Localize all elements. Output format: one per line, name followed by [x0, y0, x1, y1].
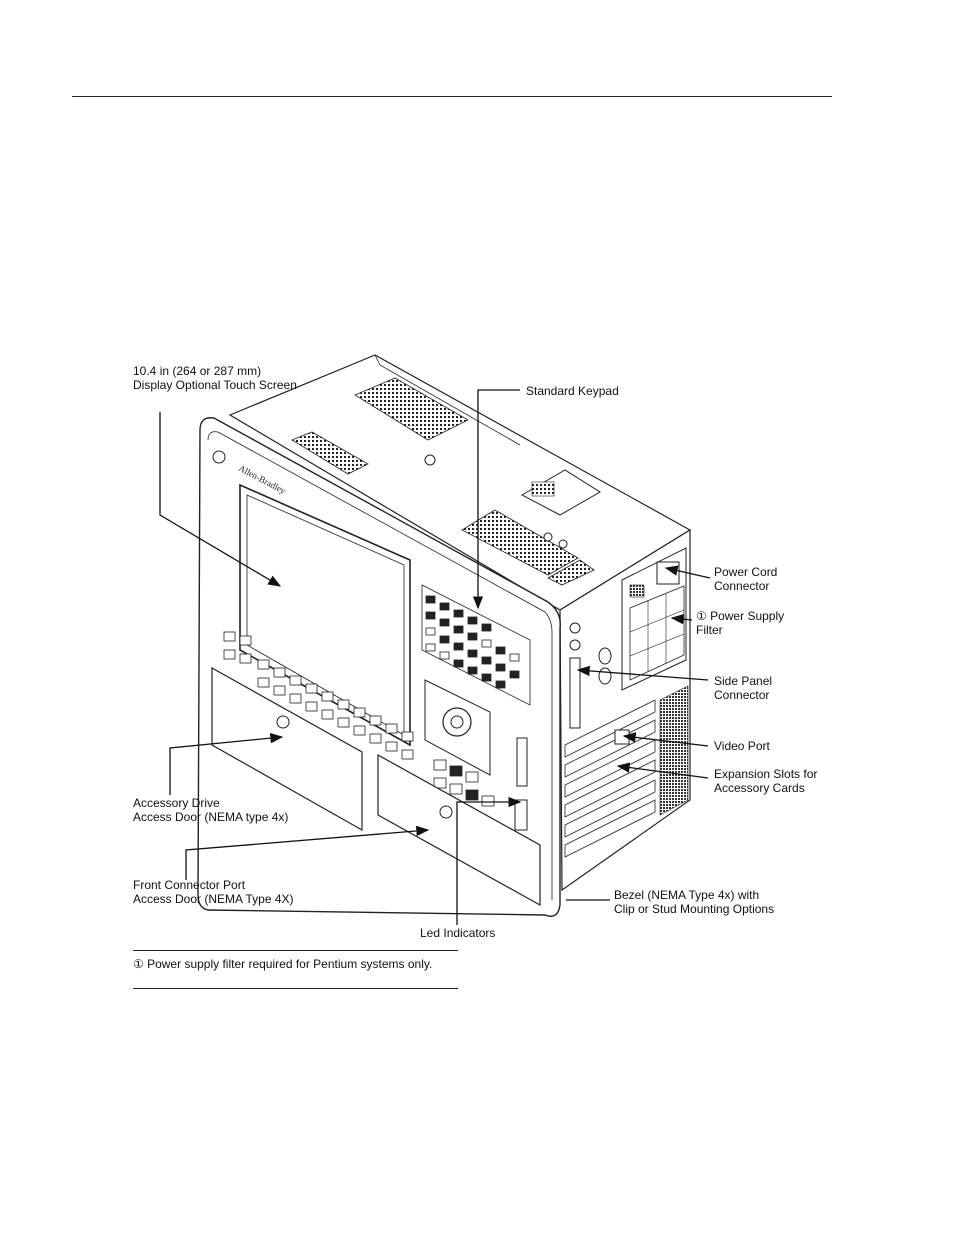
top-vent-1 [354, 377, 469, 441]
logo-icon [212, 450, 226, 464]
accessory-drive-door [211, 666, 363, 832]
control-keys [433, 759, 495, 807]
power-cord-socket [656, 561, 680, 585]
side-panel-label: Side Panel Connector [714, 674, 773, 702]
accessory-leader [169, 732, 284, 795]
display-label: 10.4 in (264 or 287 mm) Display Optional… [133, 364, 297, 392]
led-indicator-strip [516, 737, 528, 787]
keypad-leader [472, 389, 520, 610]
power-cord-label: Power Cord Connector [714, 565, 778, 593]
front-connector-label: Front Connector Port Access Door (NEMA T… [133, 878, 294, 906]
side-vent [659, 685, 689, 816]
led-indicator-strip-2 [514, 799, 528, 831]
video-port-leader [622, 732, 709, 747]
header-rule [72, 96, 832, 97]
footnote-top-rule [133, 950, 458, 951]
accessory-drive-label: Accessory Drive Access Door (NEMA type 4… [133, 796, 289, 824]
power-cord-leader [664, 565, 711, 579]
power-filter-label: ① Power Supply Filter [696, 609, 785, 637]
keypad-label: Standard Keypad [526, 384, 619, 398]
rear-connector-block [520, 469, 601, 516]
footnote-bottom-rule [133, 988, 458, 989]
led-leader [456, 796, 522, 925]
top-vent-3 [461, 509, 579, 576]
video-port-connector [614, 729, 630, 745]
display-leader [159, 412, 282, 587]
power-filter-leader [670, 613, 693, 625]
display-screen [239, 483, 411, 747]
expansion-leader [616, 762, 709, 779]
rear-vent [531, 481, 555, 497]
front-connector-leader [185, 825, 430, 880]
function-keys [223, 631, 414, 760]
led-indicators-label: Led Indicators [420, 926, 496, 940]
expansion-slots-label: Expansion Slots for Accessory Cards [714, 767, 818, 795]
standard-keypad [421, 584, 531, 706]
top-screw [424, 454, 436, 466]
side-panel-leader [576, 665, 709, 681]
bezel-label: Bezel (NEMA Type 4x) with Clip or Stud M… [614, 888, 775, 916]
footnote-text: ① Power supply filter required for Penti… [133, 957, 433, 971]
side-connector [569, 657, 581, 729]
video-port-label: Video Port [714, 739, 770, 753]
top-vent-4 [547, 559, 595, 586]
top-vent-2 [291, 431, 369, 475]
front-connector-door [377, 753, 541, 907]
